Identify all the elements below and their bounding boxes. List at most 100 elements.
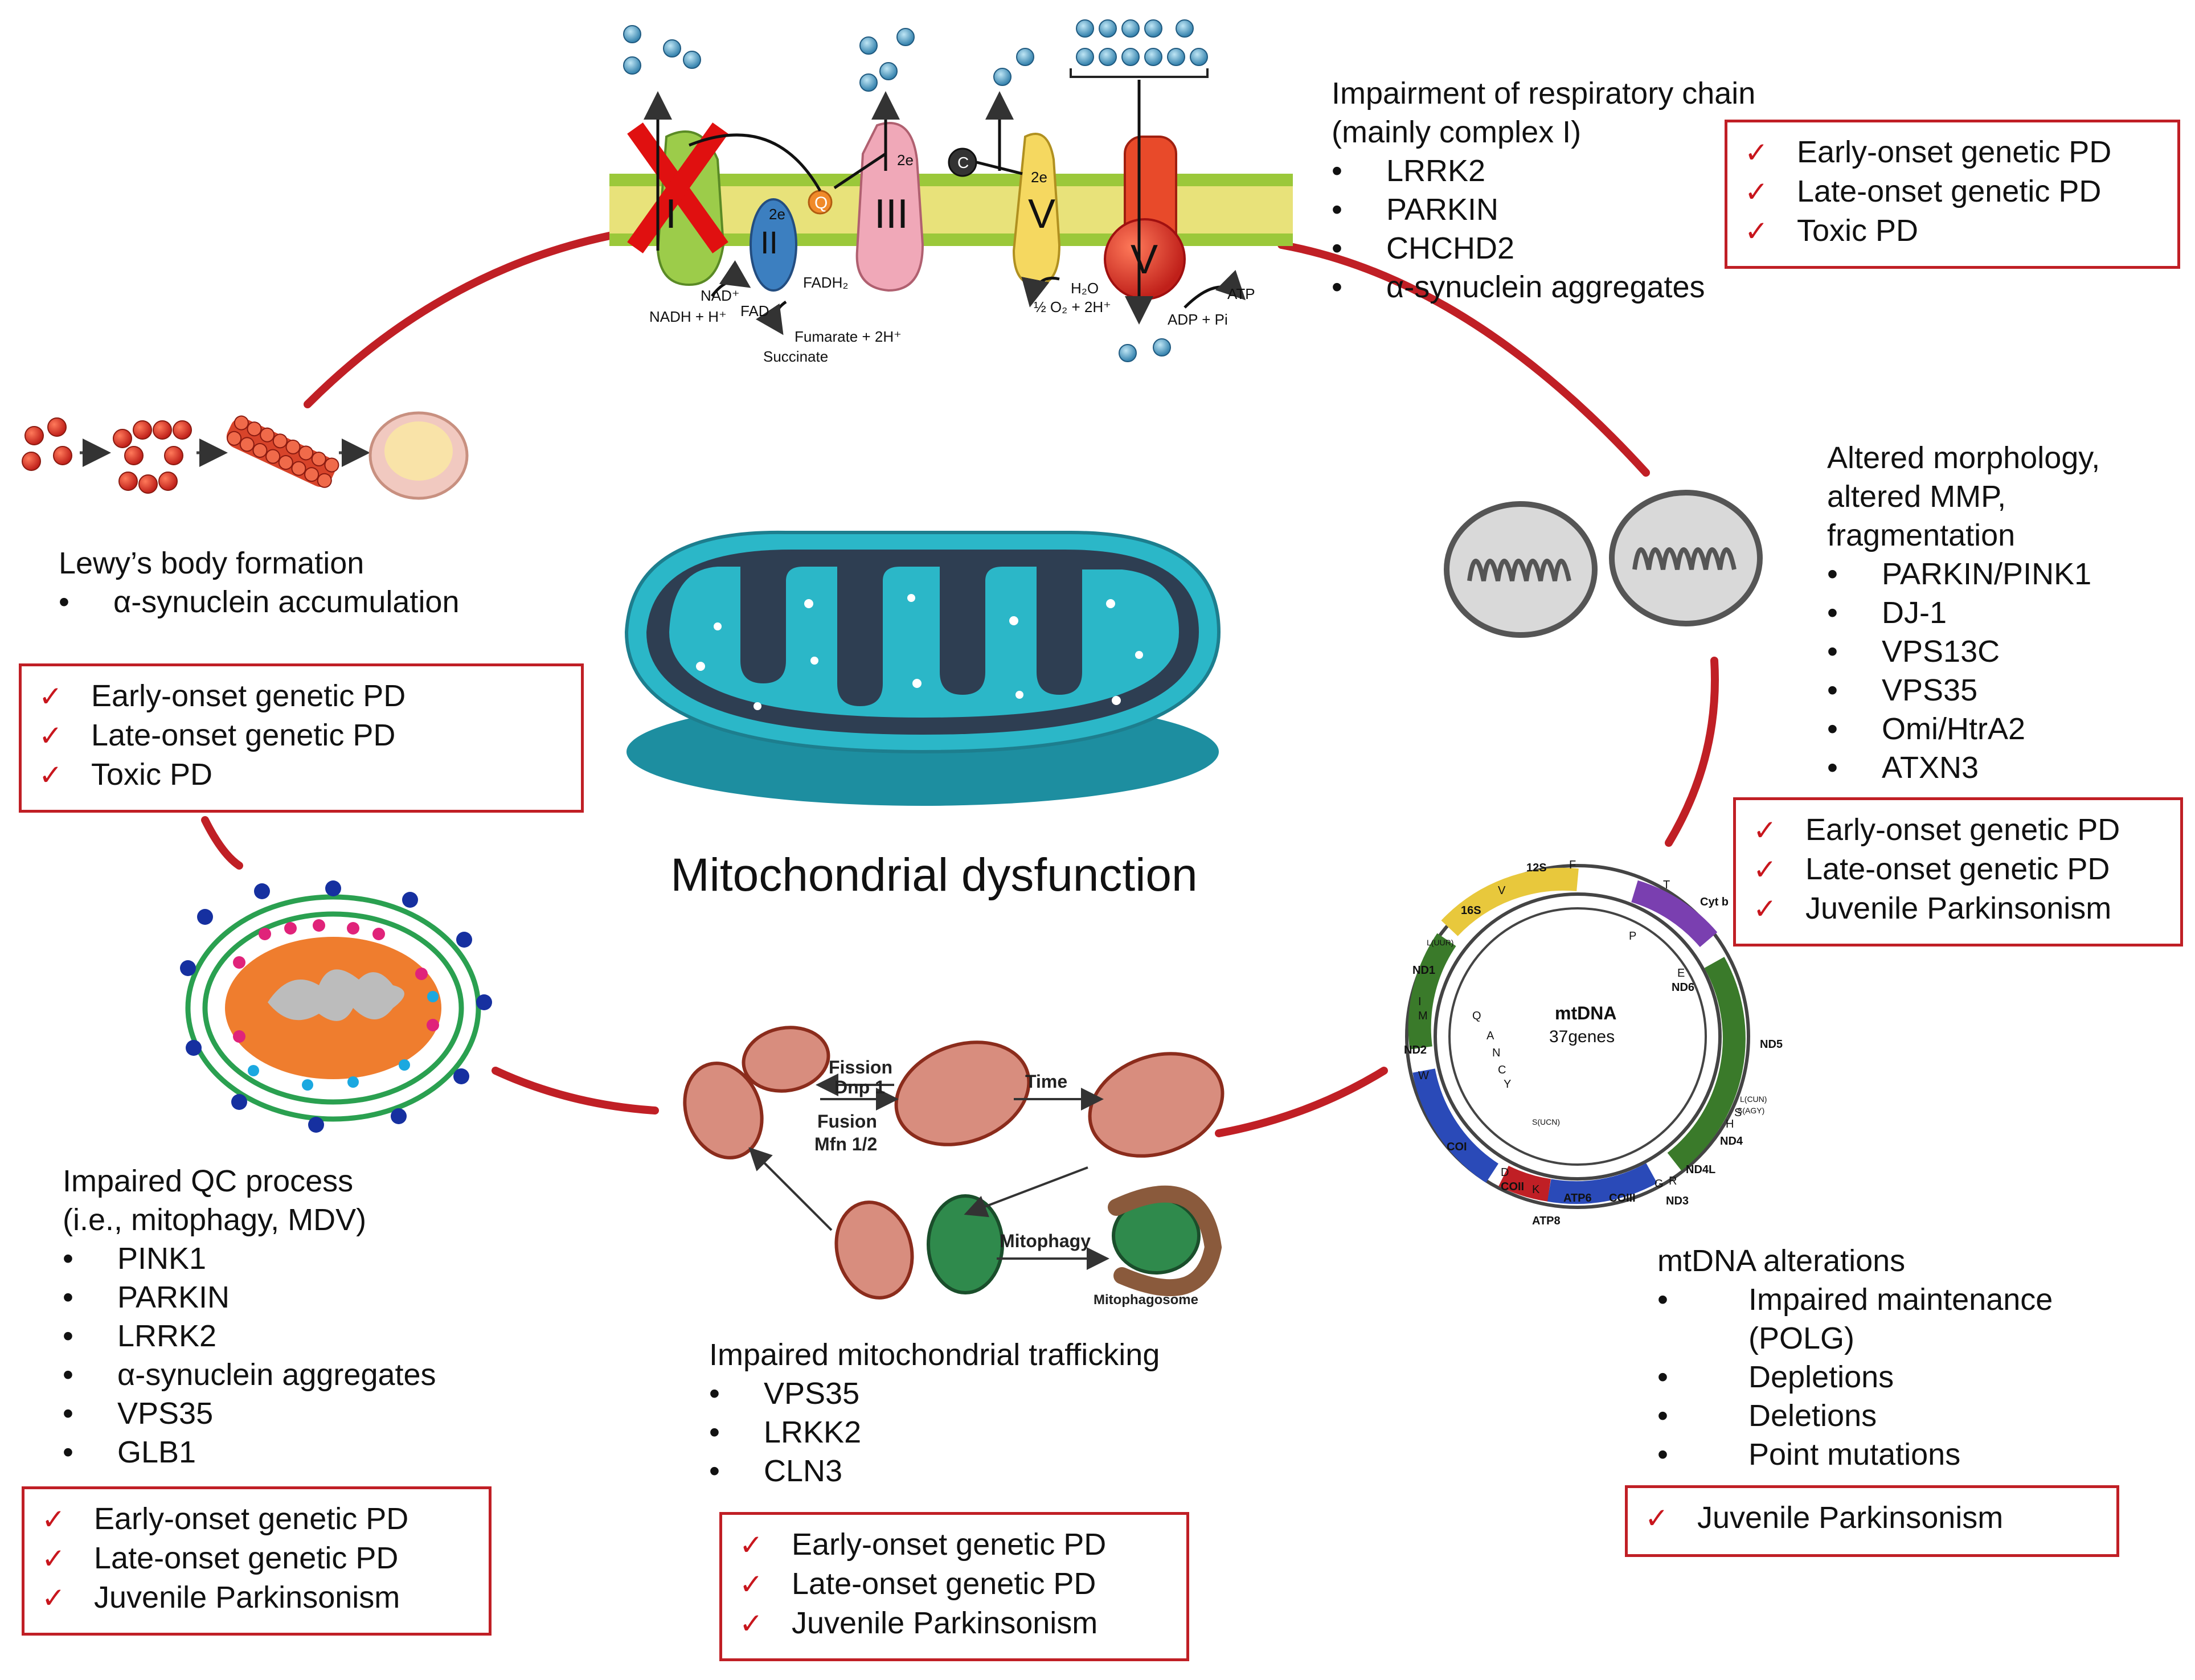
pd-type: Toxic PD — [91, 757, 213, 792]
respiratory-item: CHCHD2 — [1332, 229, 1755, 268]
pd-type: Juvenile Parkinsonism — [792, 1606, 1098, 1640]
cytochrome-c — [948, 147, 977, 177]
respiratory-chain-diagram: I II III V V Q C 2e 2e 2e NAD⁺ NADH + H⁺… — [609, 19, 1293, 365]
check-icon: ✓ — [1753, 853, 1777, 886]
arc-right — [1665, 657, 1719, 847]
fibril — [226, 415, 339, 488]
mtdna-item: Deletions — [1657, 1396, 2053, 1435]
check-icon: ✓ — [1744, 136, 1768, 169]
mtdna-map: mtDNA 37genes 12S 16S Cyt b ND1 ND2 ND5 … — [1404, 859, 1783, 1227]
arc-top-left — [304, 230, 625, 408]
respiratory-heading-2: (mainly complex I) — [1332, 115, 1582, 149]
region-nd-left — [1408, 933, 1456, 1050]
trafficking-item: LRKK2 — [709, 1413, 1160, 1452]
morphology-item: ATXN3 — [1827, 748, 2100, 787]
check-icon: ✓ — [39, 680, 63, 713]
qc-item: GLB1 — [63, 1433, 436, 1472]
trafficking-text-block: Impaired mitochondrial trafficking VPS35… — [709, 1335, 1160, 1490]
arc-bottom-right — [1215, 1067, 1388, 1137]
label-c: C — [957, 154, 969, 171]
label-coii: COII — [1501, 1181, 1524, 1193]
mtdna-item: Depletions — [1657, 1358, 2053, 1396]
pd-type: Early-onset genetic PD — [91, 679, 406, 713]
mtdna-text-block: mtDNA alterations Impaired maintenance (… — [1657, 1241, 2053, 1474]
check-icon: ✓ — [739, 1529, 763, 1562]
pd-type: Late-onset genetic PD — [91, 718, 396, 752]
qc-heading-1: Impaired QC process — [63, 1164, 354, 1198]
proton-arrows — [644, 80, 1246, 335]
mtdna-item: Point mutations — [1657, 1435, 2053, 1474]
lewy-text-block: Lewy’s body formation α-synuclein accumu… — [59, 544, 460, 621]
label-16s: 16S — [1461, 904, 1481, 917]
label-atp8: ATP8 — [1532, 1215, 1561, 1227]
check-icon: ✓ — [1753, 892, 1777, 925]
qc-item: α-synuclein aggregates — [63, 1355, 436, 1394]
label-g: G — [1655, 1178, 1664, 1190]
check-icon: ✓ — [42, 1542, 65, 1575]
morphology-item: DJ-1 — [1827, 593, 2100, 632]
check-icon: ✓ — [739, 1568, 763, 1601]
region-rrna — [1441, 867, 1579, 936]
label-fad: FAD — [740, 302, 769, 319]
region-nd-right — [1667, 957, 1746, 1171]
label-l-cun: L(CUN) — [1740, 1095, 1767, 1104]
proton-ions — [623, 19, 1208, 362]
label-o2: ½ O₂ + 2H⁺ — [1034, 298, 1111, 315]
label-fadh2: FADH₂ — [803, 274, 848, 291]
mtdna-item: Impaired maintenance — [1657, 1280, 2053, 1319]
trafficking-item: CLN3 — [709, 1452, 1160, 1490]
check-icon: ✓ — [39, 759, 63, 792]
label-time: Time — [1025, 1071, 1067, 1092]
lewy-pd-box: ✓ Early-onset genetic PD ✓ Late-onset gene… — [19, 663, 584, 813]
label-mitophagy: Mitophagy — [1000, 1231, 1091, 1251]
region-co-bottom — [1547, 1163, 1657, 1204]
complex-ii — [750, 198, 797, 292]
label-complex-ii: II — [760, 224, 778, 260]
label-l-uur: L(UUR) — [1427, 938, 1453, 947]
lewy-body-diagram — [22, 411, 469, 500]
trafficking-diagram: Fission Dnp 1 Fusion Mfn 1/2 Time Mitoph… — [683, 1026, 1225, 1308]
morphology-item: VPS13C — [1827, 632, 2100, 671]
label-nadh: NADH + H⁺ — [649, 308, 727, 325]
label-2e-b: 2e — [897, 151, 914, 169]
label-n: N — [1492, 1047, 1500, 1059]
label-fission: Fission — [829, 1057, 892, 1077]
label-nd5: ND5 — [1760, 1038, 1783, 1051]
label-nd6: ND6 — [1672, 981, 1694, 994]
pd-type: Toxic PD — [1797, 214, 1919, 248]
pd-type: Juvenile Parkinsonism — [94, 1580, 400, 1615]
morphology-heading-2: altered MMP, — [1827, 480, 2006, 514]
label-complex-iii: III — [874, 191, 908, 237]
monomers — [22, 417, 72, 471]
label-atp: ATP — [1227, 285, 1255, 302]
label-cytb: Cyt b — [1700, 896, 1729, 908]
respiratory-pd-box: ✓Early-onset genetic PD ✓Late-onset gene… — [1725, 120, 2180, 269]
label-e: E — [1677, 967, 1685, 980]
label-complex-v: V — [1131, 237, 1158, 282]
trafficking-item: VPS35 — [709, 1374, 1160, 1413]
label-q: Q — [814, 194, 828, 212]
label-m: M — [1418, 1010, 1428, 1022]
oligomers — [113, 420, 192, 494]
mtdna-center-title: mtDNA — [1555, 1003, 1616, 1023]
label-nd2: ND2 — [1404, 1044, 1427, 1056]
arc-bottom-left — [492, 1067, 659, 1114]
lewy-item: α-synuclein accumulation — [59, 583, 460, 621]
check-icon: ✓ — [42, 1581, 65, 1615]
pd-type: Early-onset genetic PD — [1797, 135, 2112, 169]
pd-type: Late-onset genetic PD — [94, 1541, 399, 1575]
mtdna-item-cont: (POLG) — [1748, 1321, 1855, 1355]
label-succinate: Succinate — [763, 348, 828, 365]
fragmented-mitochondria — [1444, 490, 1763, 638]
check-icon: ✓ — [739, 1607, 763, 1640]
check-icon: ✓ — [1753, 814, 1777, 847]
pd-type: Juvenile Parkinsonism — [1805, 891, 2112, 925]
morphology-heading-3: fragmentation — [1827, 518, 2016, 552]
lewy-heading: Lewy’s body formation — [59, 546, 365, 580]
mitophagy-diagram — [180, 880, 492, 1133]
respiratory-item: LRRK2 — [1332, 151, 1755, 190]
pink-dots — [233, 919, 439, 1043]
label-nd3: ND3 — [1666, 1195, 1689, 1207]
label-nd1: ND1 — [1412, 964, 1435, 977]
